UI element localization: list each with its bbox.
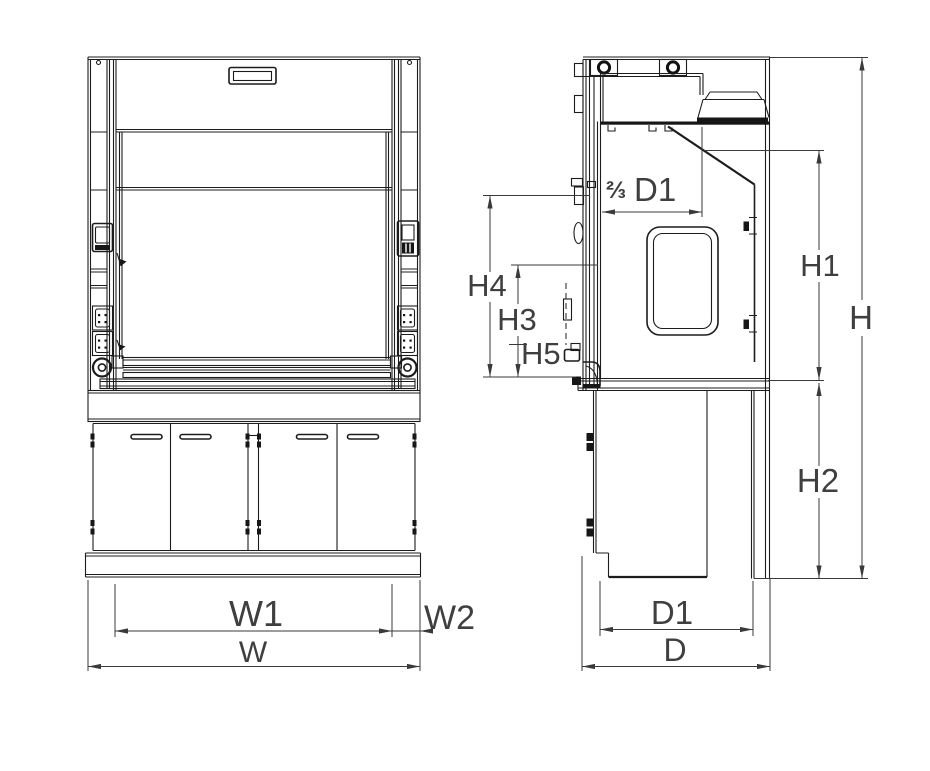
- screw-icon: [95, 59, 102, 66]
- worktop-side: [577, 377, 770, 392]
- controller-buttons: [402, 242, 414, 254]
- side-porthole: [646, 226, 719, 336]
- door-handle: [179, 433, 212, 440]
- depth-dimensions: D1 D: [581, 556, 771, 671]
- power-outlet: [91, 330, 114, 357]
- sash-pulley: [573, 221, 584, 245]
- front-upper-panel: [116, 66, 392, 133]
- side-cabinet: [586, 390, 868, 579]
- door-hinges: [90, 433, 417, 535]
- worktop-front: [87, 389, 421, 423]
- airfoil-sill: [99, 355, 416, 390]
- power-outlet: [396, 330, 419, 357]
- sash-controller: [396, 220, 420, 257]
- dim-label-h5: H5: [521, 336, 561, 371]
- dim-label-w1: W1: [229, 593, 283, 634]
- left-service-column: [91, 222, 114, 378]
- controller-display: [91, 222, 114, 253]
- roof-bolt: [589, 58, 619, 77]
- front-elevation-view: W1 W2 W: [84, 56, 475, 671]
- height-dimensions: H1 H2 H: [704, 57, 873, 579]
- dim-label-h2: H2: [797, 462, 839, 499]
- front-chamber-opening: [116, 190, 390, 359]
- dim-label-w: W: [239, 636, 268, 669]
- baffle-depth-dimension: ⅔ D1: [602, 127, 703, 217]
- front-frame: [87, 56, 421, 390]
- screw-icon: [406, 59, 413, 66]
- side-elevation-view: ⅔ D1 H4 H3 H5 H1: [467, 56, 873, 671]
- chamber-ceiling: [600, 121, 770, 125]
- side-outline: [583, 56, 771, 579]
- roof-bolt: [658, 58, 688, 77]
- dim-label-h: H: [849, 299, 873, 336]
- base-cabinet: [90, 422, 417, 552]
- power-outlet: [396, 305, 419, 331]
- width-dimensions: W1 W2 W: [87, 580, 475, 671]
- exhaust-collar: [697, 91, 770, 123]
- controller-buttons: [95, 245, 110, 250]
- door-handle: [295, 433, 329, 440]
- service-valve-knob: [91, 357, 113, 378]
- power-outlet: [91, 305, 114, 331]
- sash-rail-assembly: [562, 59, 602, 390]
- dim-label-two-thirds: ⅔: [606, 177, 626, 204]
- door-handle: [130, 433, 163, 440]
- dim-label-d1-top: D1: [634, 171, 676, 208]
- door-handle: [346, 433, 380, 440]
- front-sash-band: [116, 132, 392, 191]
- sash-height-dimensions: H4 H3 H5: [467, 195, 598, 378]
- dim-label-d: D: [663, 632, 686, 668]
- interior-baffle: [667, 125, 757, 362]
- sash-handle-side: [563, 348, 581, 362]
- dim-label-h4: H4: [467, 268, 507, 303]
- dim-label-d1: D1: [651, 594, 693, 631]
- sash-pull-handle: [228, 66, 277, 85]
- dim-label-h1: H1: [800, 248, 840, 283]
- plinth-base: [84, 552, 422, 578]
- dim-label-h3: H3: [497, 302, 537, 337]
- dim-label-w2: W2: [424, 599, 475, 637]
